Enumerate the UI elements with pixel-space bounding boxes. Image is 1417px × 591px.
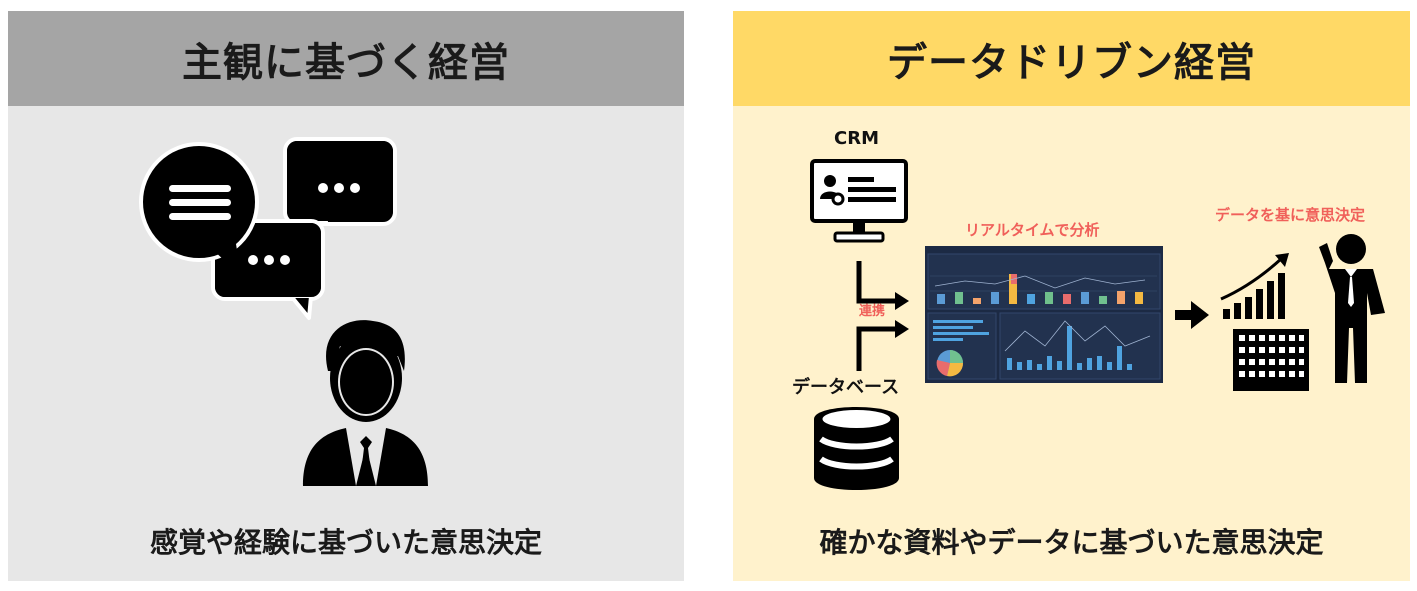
monitor-icon — [810, 159, 908, 243]
growth-chart-icon — [1220, 253, 1289, 319]
analysis-label: リアルタイムで分析 — [965, 221, 1100, 239]
arrow-right-icon — [1175, 301, 1209, 329]
panel-title: データドリブン経営 — [733, 11, 1410, 106]
crm-label: CRM — [834, 128, 879, 149]
dashboard-icon — [925, 246, 1163, 383]
businessman-icon — [303, 320, 428, 486]
right-caption: 確かな資料やデータに基づいた意思決定 — [819, 526, 1324, 559]
database-label: データベース — [792, 377, 900, 398]
panel-title: 主観に基づく経営 — [8, 11, 684, 106]
speech-bubble-icon — [139, 137, 397, 320]
datadriven-panel: データドリブン経営 CRM 連携 データベース リアルタイムで分析 — [733, 11, 1410, 581]
link-label: 連携 — [859, 304, 886, 319]
left-caption: 感覚や経験に基づいた意思決定 — [149, 526, 542, 559]
decision-label: データを基に意思決定 — [1215, 206, 1366, 224]
database-icon — [814, 407, 899, 490]
link-arrows-icon — [856, 261, 909, 371]
ellipsis-icon — [313, 189, 315, 191]
building-icon — [1233, 329, 1309, 391]
subjective-panel: 主観に基づく経営 感覚や経験に基づいた意思決定 — [8, 11, 684, 581]
businessman-icon — [1319, 234, 1385, 383]
